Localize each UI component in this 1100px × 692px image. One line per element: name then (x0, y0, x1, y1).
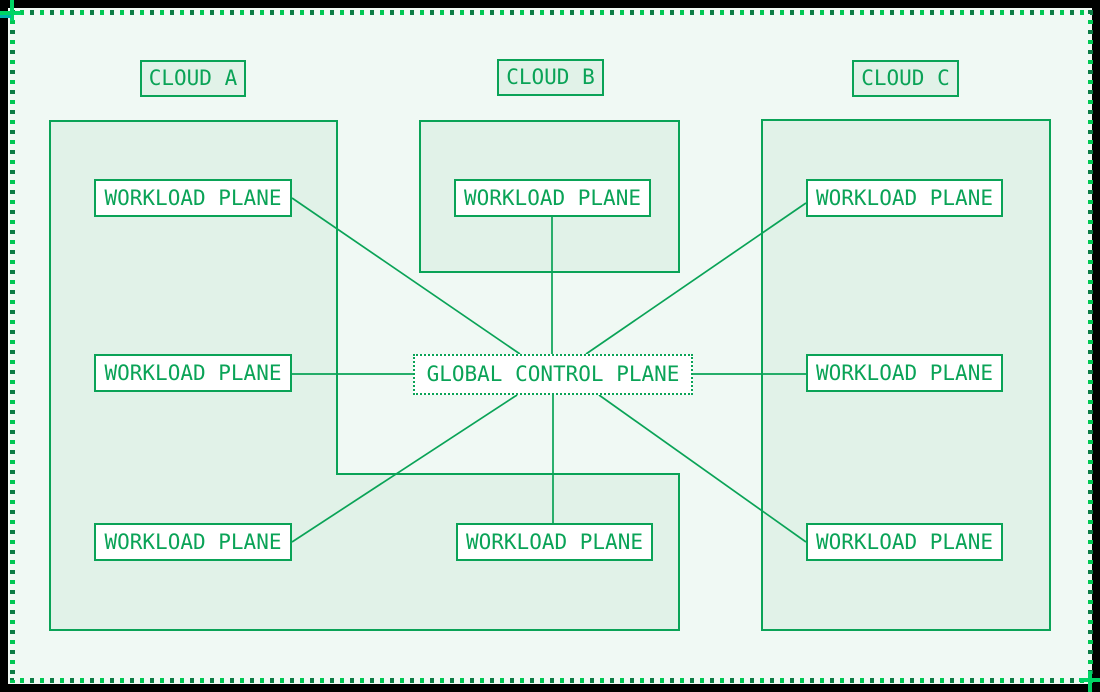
cloud-a-workload-plane-bottom: WORKLOAD PLANE (94, 523, 292, 561)
frame-dashed-border-bottom (10, 678, 1093, 683)
cloud-a-label: CLOUD A (140, 60, 246, 97)
cloud-b-label: CLOUD B (497, 59, 604, 96)
cloud-c-workload-plane-bottom: WORKLOAD PLANE (806, 523, 1003, 561)
crosshair-vbar (1088, 671, 1092, 692)
cloud-a-workload-plane-middle: WORKLOAD PLANE (94, 354, 292, 392)
cloud-a-container-shape (49, 120, 680, 631)
global-control-plane-box: GLOBAL CONTROL PLANE (413, 354, 693, 395)
cloud-c-label: CLOUD C (852, 60, 959, 97)
connector-control-to-c-top (585, 202, 807, 355)
cloud-c-workload-plane-top: WORKLOAD PLANE (806, 179, 1003, 217)
cloud-a-workload-plane-top: WORKLOAD PLANE (94, 179, 292, 217)
frame-dashed-border-right (1088, 10, 1093, 683)
connector-control-to-a-top (291, 197, 521, 355)
cloud-b-workload-plane-bottom: WORKLOAD PLANE (456, 523, 653, 561)
connector-control-to-a-bottom (291, 394, 518, 543)
cloud-b-workload-plane-top: WORKLOAD PLANE (454, 179, 651, 217)
crosshair-teal-accent (0, 15, 11, 18)
frame-dashed-border-left (10, 10, 15, 683)
frame-dashed-border-top (10, 10, 1093, 15)
crosshair-vbar (10, 0, 14, 21)
cloud-c-workload-plane-middle: WORKLOAD PLANE (806, 354, 1003, 392)
connector-control-to-c-bottom (598, 394, 807, 543)
